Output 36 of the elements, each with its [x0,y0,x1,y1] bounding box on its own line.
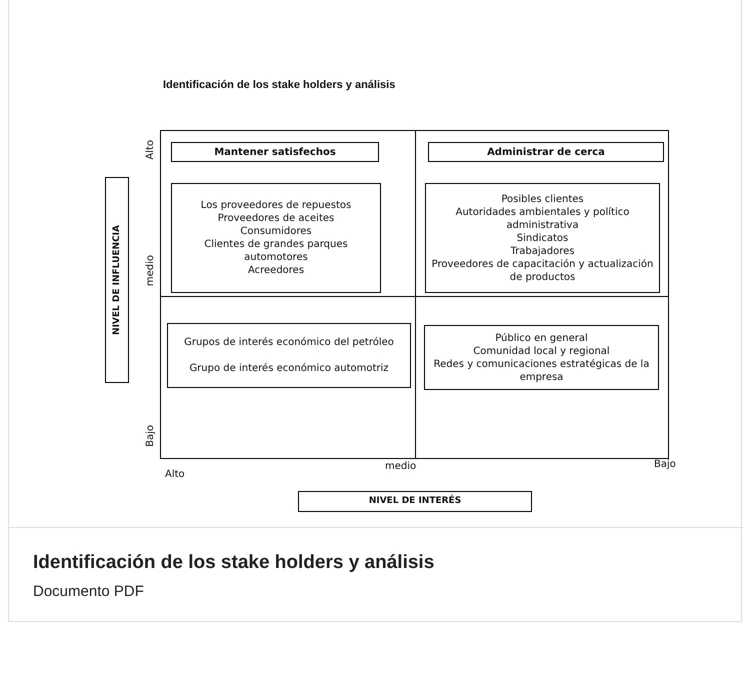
node-text: Administrar de cerca [487,146,605,158]
stakeholder-list [424,325,659,390]
stakeholder-list [167,323,411,388]
axis-title [298,491,532,512]
stakeholder-item: Comunidad local y regional [473,344,610,358]
stakeholder-item: Los proveedores de repuestos [200,199,352,212]
stakeholder-item: Redes y comunicaciones estratégicas de la empresa [432,358,650,384]
stakeholder-item: Proveedores de capacitación y actualización de productos [430,258,654,284]
axis-tick-label: Bajo [654,459,676,470]
stakeholder-item: Autoridades ambientales y político administrativa [454,206,630,232]
card-title: Identificación de los stake holders y análisis [33,552,434,574]
axis-tick-label: medio [385,461,416,472]
stakeholder-list [171,183,381,293]
stakeholder-item: Clientes de grandes parques automotores [203,238,349,264]
stakeholder-item: Proveedores de aceites [218,212,334,225]
axis-tick-label: Alto [165,469,185,480]
axis-tick-label: Alto [145,140,156,160]
stakeholder-list [425,183,660,293]
stakeholder-item: Acreedores [248,264,304,277]
axis-tick-label: medio [145,255,156,286]
quadrant-heading [428,142,664,162]
file-type-label: Documento PDF [33,583,144,600]
stakeholder-item: Público en general [495,332,588,344]
stakeholder-item: Posibles clientes [501,192,584,206]
stakeholder-item: Sindicatos [516,232,568,244]
stakeholder-item: Trabajadores [510,244,574,258]
axis-title [105,177,129,383]
stakeholder-item: Consumidores [240,225,312,238]
stakeholder-item: Grupo de interés económico automotriz [189,362,389,375]
stakeholder-item: Grupos de interés económico del petróleo [184,336,394,349]
quadrant-heading [171,142,379,162]
axis-tick-label: Bajo [145,425,156,447]
node-text: Mantener satisfechos [214,146,336,158]
diagram-title: Identificación de los stake holders y análisis [163,79,396,91]
node-text: NIVEL DE INFLUENCIA [110,225,122,335]
node-text: NIVEL DE INTERÉS [368,495,462,508]
